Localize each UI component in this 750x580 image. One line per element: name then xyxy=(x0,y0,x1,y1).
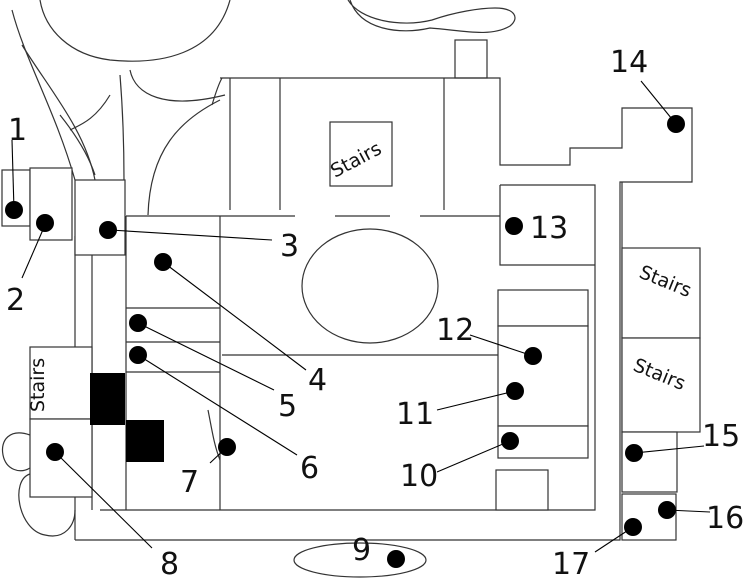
marker-dot-3 xyxy=(99,221,117,239)
marker-label-17: 17 xyxy=(552,547,590,580)
marker-label-2: 2 xyxy=(6,283,25,318)
marker-label-14: 14 xyxy=(610,45,648,80)
marker-labels: 1 2 3 4 5 6 7 8 9 10 11 12 13 14 15 16 1… xyxy=(6,45,744,580)
marker-dot-11 xyxy=(506,382,524,400)
marker-label-10: 10 xyxy=(400,459,438,494)
marker-dot-2 xyxy=(36,214,54,232)
marker-label-5: 5 xyxy=(278,389,297,424)
marker-label-9: 9 xyxy=(352,533,371,568)
room-3 xyxy=(74,179,126,256)
marker-dot-13 xyxy=(505,217,523,235)
marker-dot-5 xyxy=(129,314,147,332)
marker-dot-15 xyxy=(625,444,643,462)
pond-shape xyxy=(347,0,516,34)
marker-label-12: 12 xyxy=(436,313,474,348)
marker-dot-6 xyxy=(129,346,147,364)
marker-dot-17 xyxy=(624,518,642,536)
marker-dots xyxy=(5,115,685,568)
marker-label-8: 8 xyxy=(160,547,179,580)
solid-block-upper xyxy=(90,373,125,425)
marker-label-13: 13 xyxy=(530,211,568,246)
marker-dot-8 xyxy=(46,443,64,461)
stairs-box-top xyxy=(329,121,393,187)
solid-block-lower xyxy=(126,420,164,462)
marker-label-11: 11 xyxy=(396,397,434,432)
oval-feature xyxy=(301,228,439,344)
stairs-label-left: Stairs xyxy=(27,358,49,412)
marker-dot-7 xyxy=(218,438,236,456)
marker-dot-16 xyxy=(658,501,676,519)
marker-dot-12 xyxy=(524,347,542,365)
marker-label-15: 15 xyxy=(702,419,740,454)
marker-dot-14 xyxy=(667,115,685,133)
marker-dot-10 xyxy=(501,432,519,450)
marker-label-6: 6 xyxy=(300,451,319,486)
marker-dot-1 xyxy=(5,201,23,219)
marker-dot-4 xyxy=(154,253,172,271)
stairs-box-left xyxy=(29,346,93,420)
marker-label-16: 16 xyxy=(706,501,744,536)
main-building xyxy=(74,77,701,541)
chimney xyxy=(454,39,488,79)
marker-label-3: 3 xyxy=(280,229,299,264)
marker-label-4: 4 xyxy=(308,363,327,398)
marker-dot-9 xyxy=(387,550,405,568)
leader-lines xyxy=(11,80,711,553)
tree-shape xyxy=(11,0,231,216)
marker-label-7: 7 xyxy=(180,465,199,500)
marker-label-1: 1 xyxy=(8,113,27,148)
